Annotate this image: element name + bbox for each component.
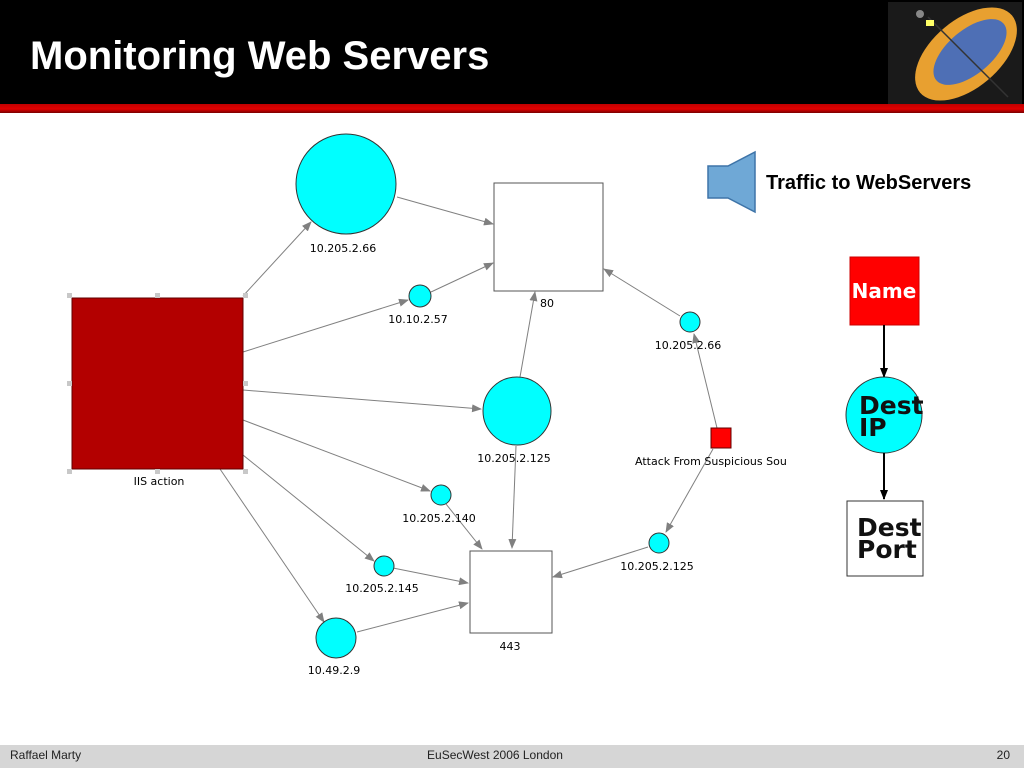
selection-handle — [67, 381, 72, 386]
source-node[interactable]: IIS action — [67, 293, 248, 488]
selection-handle — [67, 293, 72, 298]
port-node-label: 443 — [500, 640, 521, 653]
ip-node[interactable]: 10.205.2.125 — [477, 376, 552, 465]
ip-node[interactable]: 10.205.2.66 — [655, 311, 721, 352]
ip-node[interactable]: 10.205.2.66 — [295, 133, 397, 255]
ip-node-circle — [679, 311, 701, 333]
source-node-label: IIS action — [134, 475, 185, 488]
port-node[interactable]: 80 — [493, 182, 604, 310]
edge — [242, 298, 409, 353]
ip-node-circle — [373, 555, 395, 577]
ip-node-label: 10.205.2.125 — [620, 560, 693, 573]
ip-node[interactable]: 10.205.2.140 — [402, 484, 476, 525]
header-accent-bar — [0, 104, 1024, 113]
ip-node[interactable]: 10.205.2.145 — [345, 555, 419, 595]
selection-handle — [243, 293, 248, 298]
edge — [242, 419, 431, 492]
alert-label-clip: Attack From Suspicious Sou — [635, 455, 787, 468]
edge — [430, 262, 494, 293]
edge — [665, 448, 714, 533]
selection-handle — [243, 381, 248, 386]
edge — [219, 468, 325, 623]
selection-handle — [243, 469, 248, 474]
legend-dest-port-line2: Port — [857, 535, 917, 564]
edge — [242, 221, 312, 297]
page-number: 20 — [996, 748, 1010, 762]
alert-node[interactable]: Attack From Suspicious Sou — [635, 427, 787, 468]
legend-dest-port-box — [846, 500, 924, 577]
ip-node-label: 10.205.2.145 — [345, 582, 418, 595]
ip-node-circle — [648, 532, 670, 554]
port-node-box — [493, 182, 604, 292]
speaker-icon — [707, 150, 756, 214]
selection-handle — [155, 469, 160, 474]
ip-node-label: 10.205.2.66 — [655, 339, 721, 352]
port-node[interactable]: 443 — [469, 550, 553, 653]
ip-node-label: 10.205.2.140 — [402, 512, 475, 525]
ip-node[interactable]: 10.10.2.57 — [388, 284, 448, 326]
edge — [603, 268, 681, 317]
legend-dest-ip-line2: IP — [859, 413, 887, 442]
slide-footer: Raffael Marty EuSecWest 2006 London 20 — [0, 745, 1024, 768]
edge — [356, 601, 469, 633]
edge — [445, 503, 483, 550]
edge — [519, 291, 538, 378]
legend-dest-port-line1: Dest — [857, 513, 922, 542]
edge — [552, 546, 649, 579]
edge — [242, 454, 375, 562]
ip-node-label: 10.205.2.66 — [310, 242, 376, 255]
source-node-box — [71, 297, 244, 470]
edge — [692, 333, 718, 429]
edges — [219, 196, 718, 633]
legend-name-box — [849, 256, 920, 326]
legend: Name Dest IP Dest Port — [707, 150, 924, 577]
ip-node-label: 10.205.2.125 — [477, 452, 550, 465]
ip-node-label: 10.49.2.9 — [308, 664, 360, 677]
footer-author: Raffael Marty — [10, 748, 82, 762]
port-node-box — [469, 550, 553, 634]
ip-node-circle — [482, 376, 552, 446]
edge — [508, 445, 517, 549]
edge — [242, 389, 482, 413]
ip-node-circle — [430, 484, 452, 506]
alert-node-box — [710, 427, 732, 449]
ip-node-circle — [408, 284, 432, 308]
ip-node-circle — [295, 133, 397, 235]
edge — [396, 196, 494, 226]
edge — [392, 567, 469, 586]
alert-node-label: Attack From Suspicious Sou — [635, 455, 787, 468]
slide-title: Monitoring Web Servers — [30, 34, 490, 78]
footer-event: EuSecWest 2006 London — [427, 748, 563, 762]
selection-handle — [67, 469, 72, 474]
selection-handle — [155, 293, 160, 298]
ip-node[interactable]: 10.49.2.9 — [308, 617, 360, 677]
ip-node[interactable]: 10.205.2.125 — [620, 532, 694, 573]
port-node-label: 80 — [540, 297, 554, 310]
legend-name-label: Name — [852, 279, 917, 303]
ip-node-label: 10.10.2.57 — [388, 313, 447, 326]
satellite-logo-icon — [888, 2, 1022, 104]
legend-traffic-label: Traffic to WebServers — [766, 172, 972, 194]
legend-dest-ip-line1: Dest — [859, 391, 924, 420]
ip-node-circle — [315, 617, 357, 659]
slide-header: Monitoring Web Servers — [0, 0, 1024, 104]
